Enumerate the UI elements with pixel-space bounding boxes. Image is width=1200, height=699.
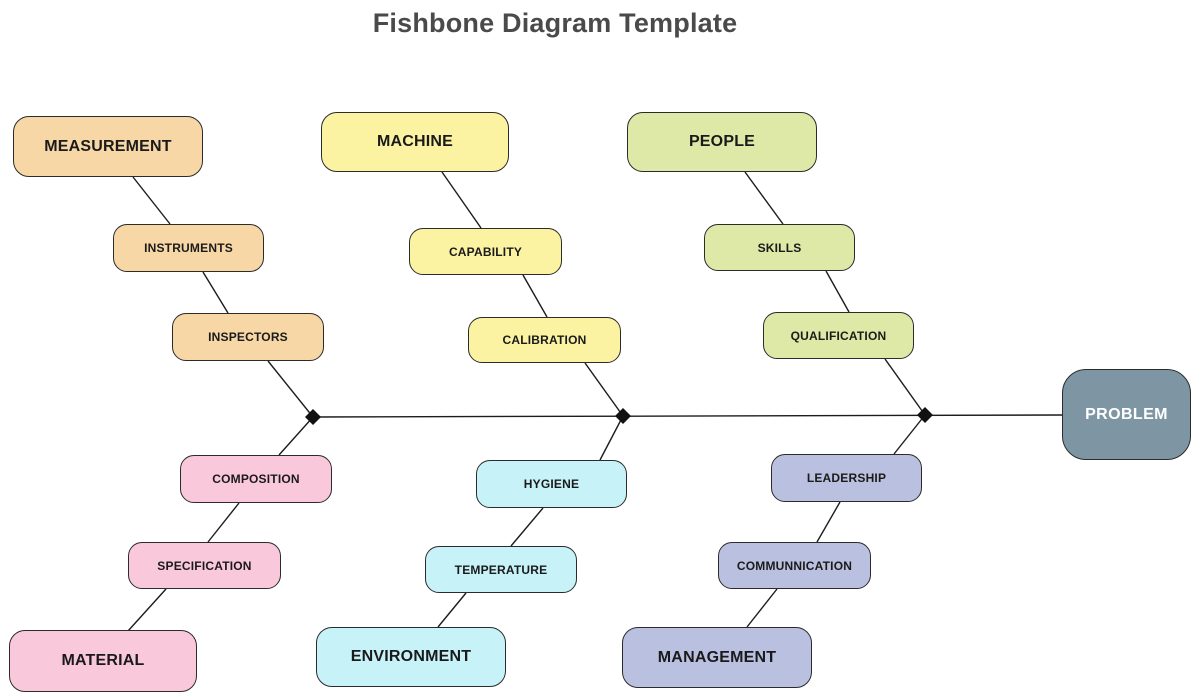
junction-diamond-1 xyxy=(305,409,321,425)
cause-communnication-box[interactable]: COMMUNNICATION xyxy=(718,542,871,589)
category-material-box[interactable]: MATERIAL xyxy=(9,630,197,692)
branch-line-management-1 xyxy=(893,414,926,455)
branch-line-material-3 xyxy=(127,588,167,632)
cause-qualification-box[interactable]: QUALIFICATION xyxy=(763,312,914,359)
diagram-title: Fishbone Diagram Template xyxy=(372,8,738,38)
branch-line-machine-2 xyxy=(522,274,548,318)
branch-line-environment-3 xyxy=(437,592,467,628)
branch-line-management-3 xyxy=(746,588,778,628)
cause-hygiene-box[interactable]: HYGIENE xyxy=(476,460,627,508)
junction-diamond-3 xyxy=(917,407,933,423)
cause-calibration-box[interactable]: CALIBRATION xyxy=(468,317,621,363)
branch-line-environment-2 xyxy=(510,507,544,547)
branch-line-measurement-2 xyxy=(202,271,229,314)
branch-line-material-2 xyxy=(207,502,240,543)
category-environment-box[interactable]: ENVIRONMENT xyxy=(316,627,506,687)
cause-leadership-box[interactable]: LEADERSHIP xyxy=(771,454,922,502)
cause-temperature-box[interactable]: TEMPERATURE xyxy=(425,546,577,593)
cause-inspectors-box[interactable]: INSPECTORS xyxy=(172,313,324,361)
branch-line-measurement-1 xyxy=(132,176,171,225)
problem-box[interactable]: PROBLEM xyxy=(1062,369,1191,460)
cause-capability-box[interactable]: CAPABILITY xyxy=(409,228,562,275)
branch-line-machine-3 xyxy=(584,362,624,417)
branch-line-environment-1 xyxy=(599,415,624,461)
branch-line-machine-1 xyxy=(441,171,482,229)
junction-diamond-2 xyxy=(615,408,631,424)
category-people-box[interactable]: PEOPLE xyxy=(627,112,817,172)
branch-line-measurement-3 xyxy=(267,360,314,418)
branch-line-material-1 xyxy=(278,416,314,456)
category-measurement-box[interactable]: MEASUREMENT xyxy=(13,116,203,177)
cause-instruments-box[interactable]: INSTRUMENTS xyxy=(113,224,264,272)
branch-line-people-1 xyxy=(744,171,784,225)
branch-line-people-3 xyxy=(884,358,926,416)
category-management-box[interactable]: MANAGEMENT xyxy=(622,627,812,688)
cause-specification-box[interactable]: SPECIFICATION xyxy=(128,542,281,589)
cause-skills-box[interactable]: SKILLS xyxy=(704,224,855,271)
cause-composition-box[interactable]: COMPOSITION xyxy=(180,455,332,503)
branch-line-people-2 xyxy=(825,270,850,313)
branch-line-management-2 xyxy=(816,501,841,543)
spine-line xyxy=(312,414,1063,418)
category-machine-box[interactable]: MACHINE xyxy=(321,112,509,172)
